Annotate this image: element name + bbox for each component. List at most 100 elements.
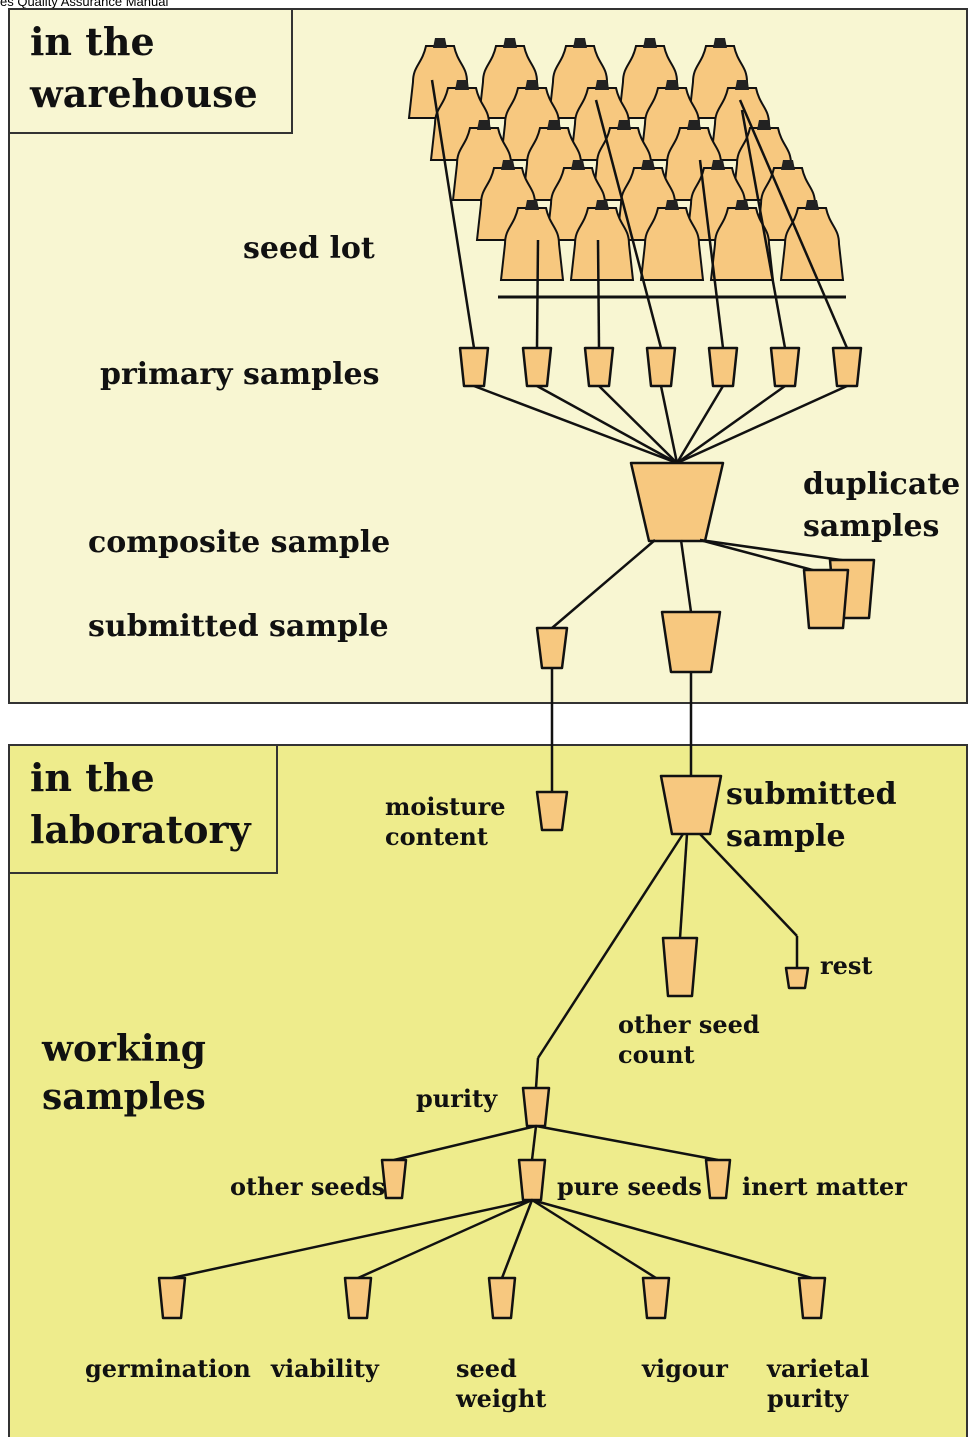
inert-matter-cup [704,1158,732,1200]
seed-sack-12-tie [617,120,631,130]
purity-to-other-seeds-line [393,1124,537,1162]
composite-to-main-submitted-line [679,539,693,613]
other-seeds-label: other seeds [230,1172,386,1201]
moisture-content-line-2: content [385,822,488,851]
lab-submitted-sample-label: submitted sample [726,774,897,858]
purity-drop-line [534,1057,540,1089]
sampling-line-4 [698,159,725,349]
seed-sack-19-tie [781,160,795,170]
warehouse-section-title: in the warehouse [8,8,293,134]
other-seed-count-line-1: other seed [618,1010,760,1039]
seed-sack-0-tie [433,38,447,48]
lab-submitted-sample-line-1: submitted [726,777,897,812]
submitted-to-purity-line [536,833,685,1059]
test-cup-vigour [641,1276,671,1320]
sampling-line-1 [535,239,540,349]
moisture-content-cup [535,790,569,832]
duplicate-samples-label: duplicate samples [803,464,960,548]
warehouse-title-line-1: in the [30,19,155,64]
test-cup-seed-weight [487,1276,517,1320]
seed-sack-15-tie [501,160,515,170]
other-seed-count-label: other seed count [618,1010,760,1070]
duplicate-sample-cup-2 [802,568,850,630]
seed-sack-16-tie [571,160,585,170]
seed-sack-21 [569,207,635,281]
seed-sack-22-tie [665,200,679,210]
seed-sack-17-tie [641,160,655,170]
seed-sack-2-tie [573,38,587,48]
seed-sack-5-tie [455,80,469,90]
seed-sack-22 [639,207,705,281]
submitted-to-rest-line [699,833,798,937]
seed-sack-14-tie [757,120,771,130]
viability-line-1: viability [271,1354,379,1383]
seed-sack-3-tie [643,38,657,48]
working-samples-line-1: working [42,1028,206,1070]
seed-sack-7-tie [595,80,609,90]
primary-to-composite-line-2 [598,385,678,464]
primary-to-composite-line-6 [676,384,848,465]
varietal-purity-label: varietal purity [767,1354,869,1414]
primary-to-composite-line-1 [536,384,678,465]
primary-sample-cup-4 [707,346,739,388]
submitted-sample-label: submitted sample [88,609,389,644]
seed-lot-label: seed lot [243,231,375,266]
moisture-submitted-cup [535,626,569,670]
purity-label: purity [416,1084,498,1113]
sampling-line-5 [740,109,787,349]
pure-seeds-to-test-line-3 [531,1198,657,1280]
seed-sack-10-tie [477,120,491,130]
primary-to-composite-line-4 [675,385,725,464]
other-seed-count-line-2: count [618,1040,695,1069]
primary-sample-cup-6 [831,346,863,388]
moisture-content-line-1: moisture [385,792,506,821]
seed-sack-21-tie [595,200,609,210]
composite-sample-cup [629,461,725,543]
primary-to-composite-line-3 [659,385,679,464]
lab-submitted-cup [659,774,723,836]
laboratory-title-line-1: in the [30,755,155,800]
submitted-to-other-seed-count-line [678,833,689,939]
seed-sack-6-tie [525,80,539,90]
pure-seeds-label: pure seeds [557,1172,702,1201]
seed-sack-24-tie [805,200,819,210]
laboratory-section-title: in the laboratory [8,744,278,874]
primary-samples-label: primary samples [100,357,380,392]
sampling-line-6 [738,99,849,349]
seed-weight-label: seed weight [456,1354,546,1414]
germination-line-1: germination [85,1354,251,1383]
main-submitted-cup [660,610,722,674]
sampling-line-0 [430,79,476,349]
duplicate-samples-line-2: samples [803,509,940,544]
pure-seeds-cup [517,1158,547,1202]
seed-sack-1-tie [503,38,517,48]
pure-seeds-to-test-line-2 [500,1199,534,1279]
composite-sample-label: composite sample [88,525,391,560]
primary-sample-cup-3 [645,346,677,388]
duplicate-samples-line-1: duplicate [803,467,961,502]
primary-sample-cup-2 [583,346,615,388]
seed-sack-20 [499,207,565,281]
seed-sack-18-tie [711,160,725,170]
viability-label: viability [271,1354,379,1384]
primary-sample-cup-0 [458,346,490,388]
sampling-line-3 [594,99,663,349]
composite-to-duplicate-line-2 [699,538,821,574]
inert-matter-label: inert matter [742,1172,907,1201]
purity-cup [521,1086,551,1128]
laboratory-title-line-2: laboratory [30,807,251,852]
vigour-label: vigour [642,1354,728,1384]
other-seed-count-cup [661,936,699,998]
composite-to-moisture-submitted-line [551,539,656,629]
warehouse-title-line-2: warehouse [30,71,258,116]
seed-sack-23-tie [735,200,749,210]
header-text: es Quality Assurance Manual [0,0,169,9]
germination-label: germination [85,1354,251,1384]
test-cup-germination [157,1276,187,1320]
primary-to-composite-line-5 [676,384,786,465]
vigour-line-1: vigour [642,1354,728,1383]
seed-sack-20-tie [525,200,539,210]
primary-sample-cup-5 [769,346,801,388]
seed-sack-4-tie [713,38,727,48]
pure-seeds-to-test-line-4 [531,1198,813,1280]
